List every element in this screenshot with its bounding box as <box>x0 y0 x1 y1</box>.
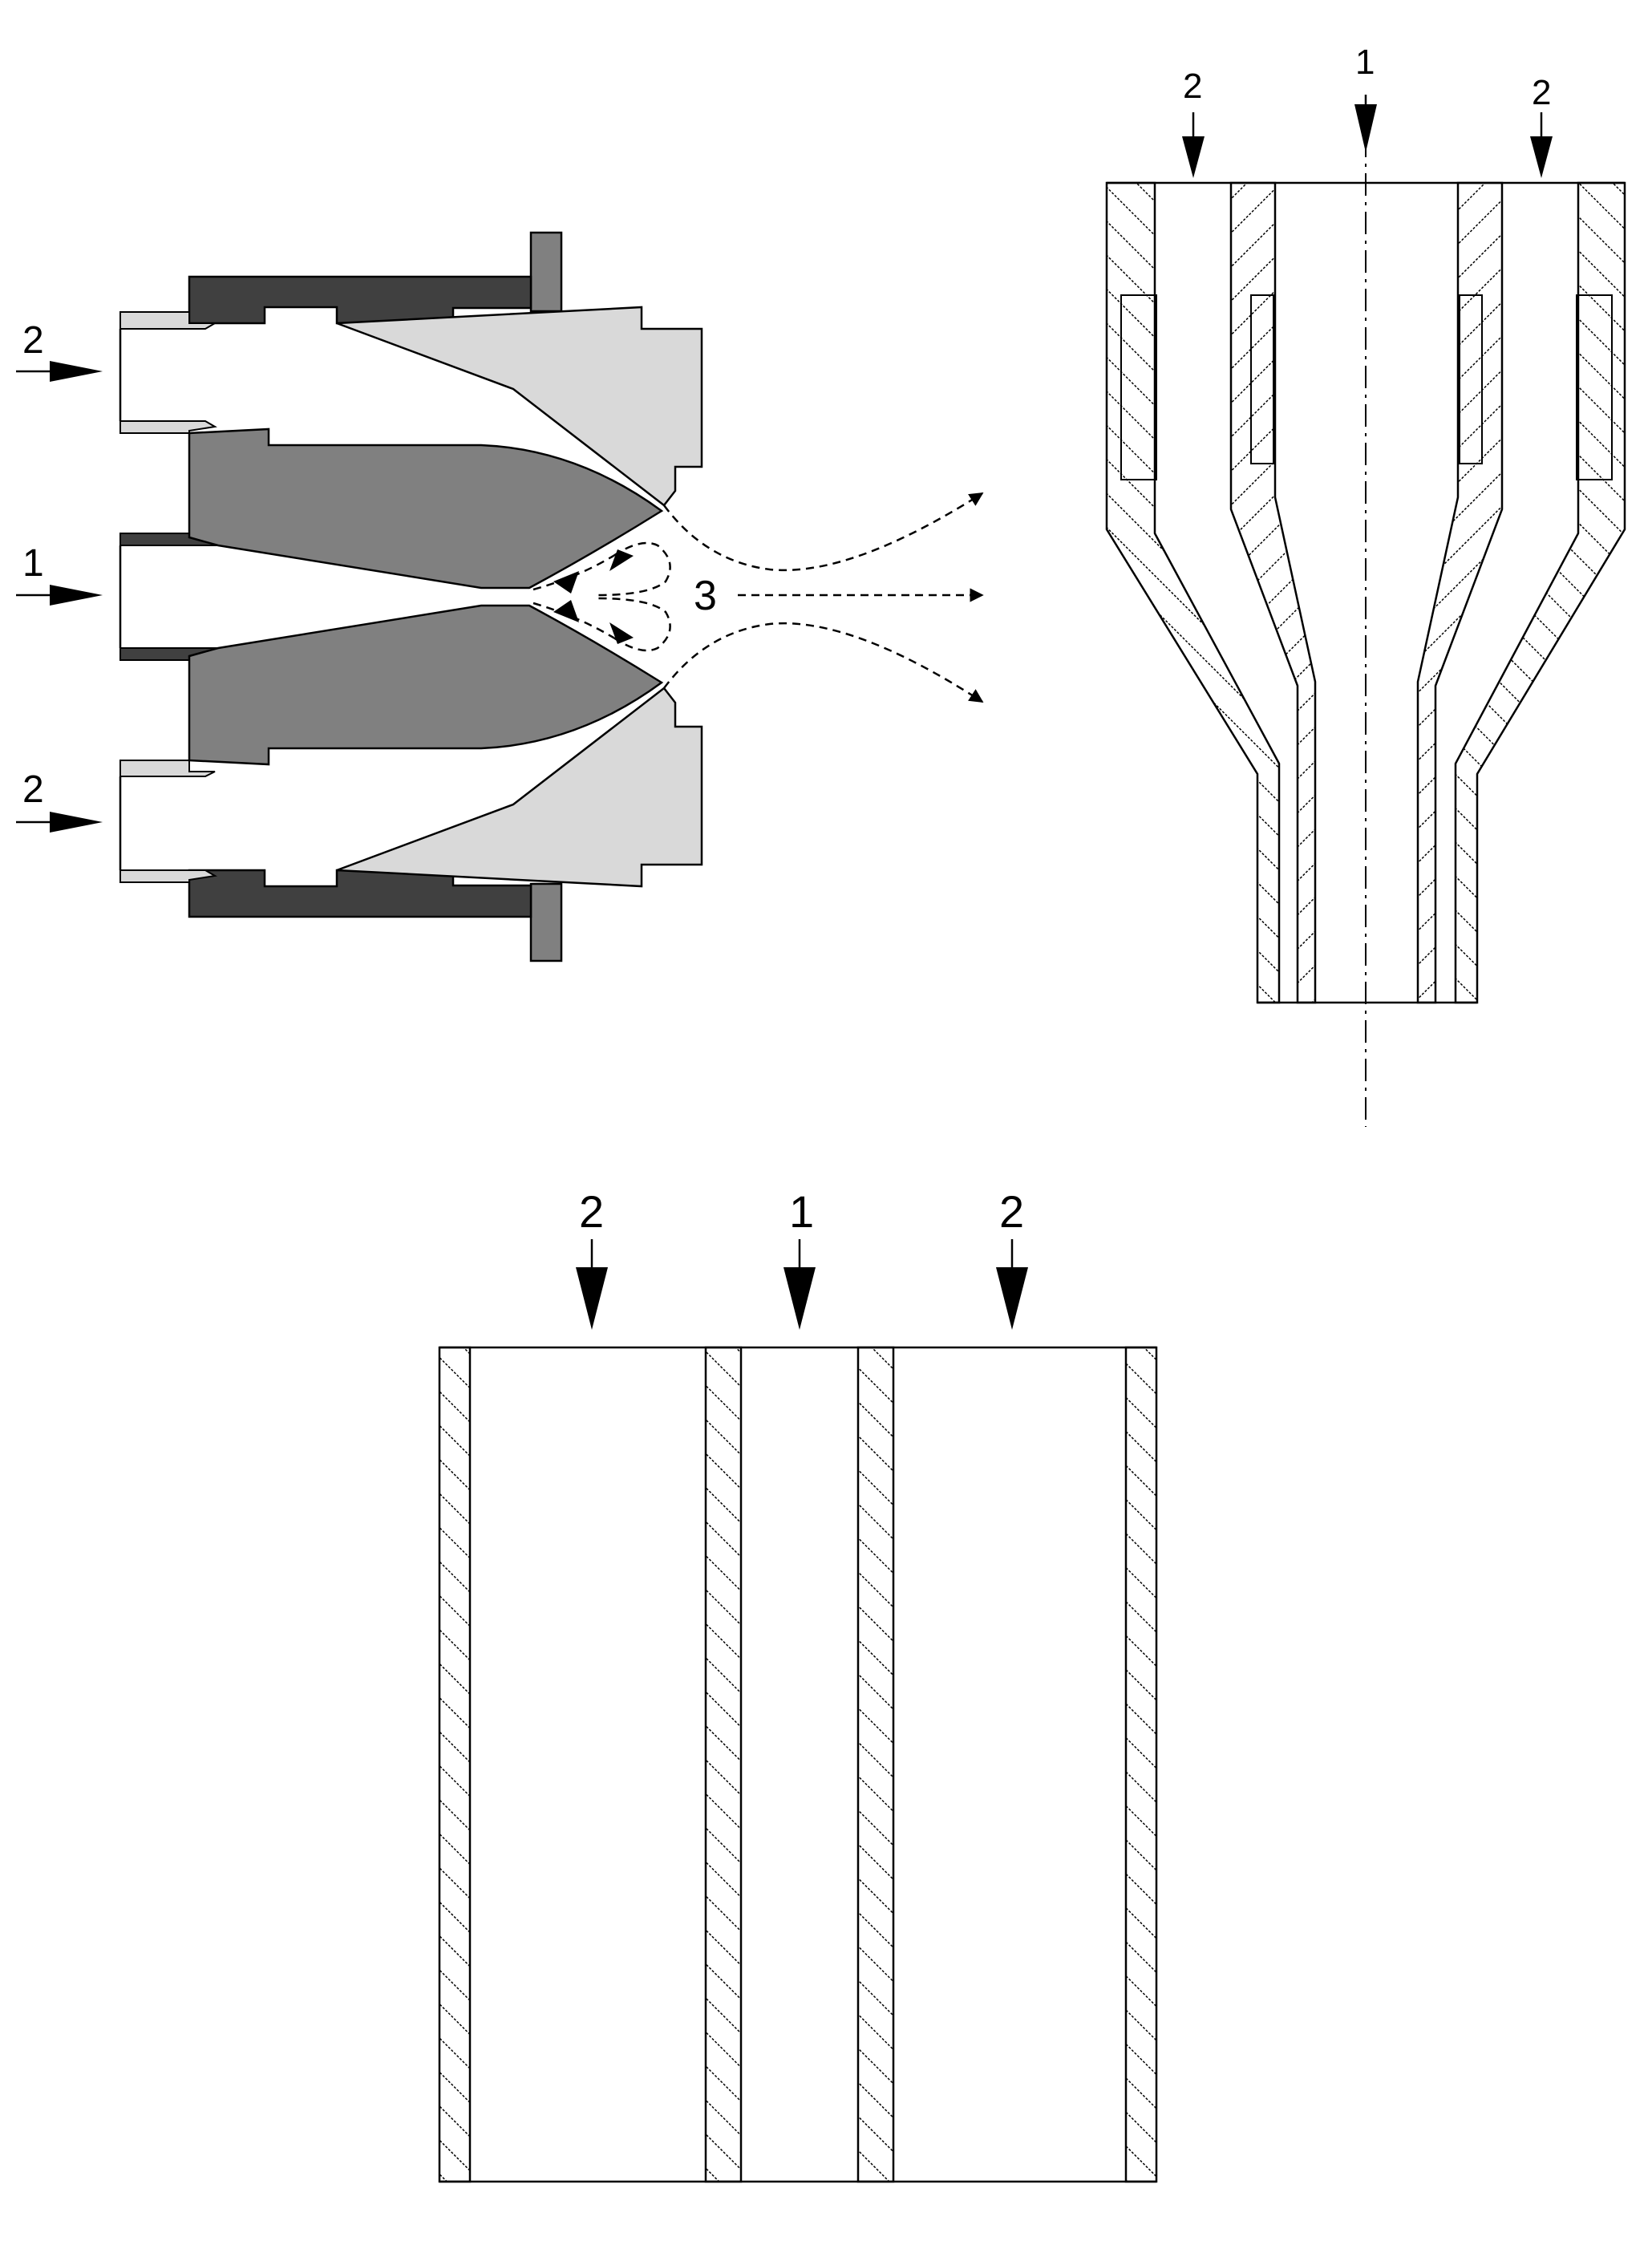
inlet-arrow-bottom <box>16 812 103 833</box>
cap-top <box>336 306 703 507</box>
nozzle-cross-section-figure: 2 1 2 3 <box>16 231 984 962</box>
cap-bottom <box>336 687 703 888</box>
tapered-inlet-arrow-center <box>1354 95 1377 152</box>
inlet-arrow-top <box>16 361 103 382</box>
inlet-label-middle: 1 <box>22 542 44 585</box>
straight-inlet-arrow-center <box>783 1239 816 1330</box>
inlet-tube-bottom-lower <box>119 869 217 883</box>
recirculation-arrowhead-3 <box>553 600 579 622</box>
straight-label-right: 2 <box>999 1186 1024 1237</box>
tapered-detail-right-inner <box>1459 294 1483 464</box>
straight-label-left: 2 <box>579 1186 604 1237</box>
tapered-label-right: 2 <box>1532 73 1551 112</box>
tapered-label-left: 2 <box>1183 67 1202 106</box>
tapered-inlet-arrow-right <box>1530 112 1553 178</box>
tapered-inlet-arrow-left <box>1182 112 1205 178</box>
tapered-detail-left-inner <box>1250 294 1274 464</box>
straight-wall-inner-left <box>704 1346 743 2183</box>
straight-wall-inner-right <box>856 1346 895 2183</box>
inlet-tube-bottom-upper <box>119 760 216 777</box>
inlet-tube-top-lower <box>119 420 217 434</box>
inner-core-bottom <box>188 604 664 766</box>
straight-wall-outer-left <box>438 1346 472 2183</box>
inlet-label-top: 2 <box>22 319 44 362</box>
straight-inlet-arrow-left <box>576 1239 608 1330</box>
straight-label-center: 1 <box>789 1186 814 1237</box>
tapered-detail-right-outer <box>1576 294 1613 480</box>
recirculation-arrowhead-1 <box>553 571 579 594</box>
tapered-coaxial-tube-figure: 2 1 2 <box>1105 43 1626 1127</box>
straight-inlet-arrow-right <box>996 1239 1028 1330</box>
tapered-label-center: 1 <box>1355 43 1375 82</box>
recirculation-arrowhead-2 <box>609 549 634 571</box>
mixing-zone-label: 3 <box>694 573 717 619</box>
inner-core-top <box>188 427 664 590</box>
inlet-arrow-middle <box>16 585 103 606</box>
recirculation-arrowhead-4 <box>609 622 634 644</box>
top-flange <box>529 231 563 313</box>
bottom-flange <box>529 882 563 962</box>
straight-coaxial-tube-figure: 2 1 2 <box>438 1186 1158 2183</box>
straight-wall-outer-right <box>1124 1346 1158 2183</box>
inlet-label-bottom: 2 <box>22 768 44 811</box>
tapered-detail-left-outer <box>1120 294 1157 480</box>
